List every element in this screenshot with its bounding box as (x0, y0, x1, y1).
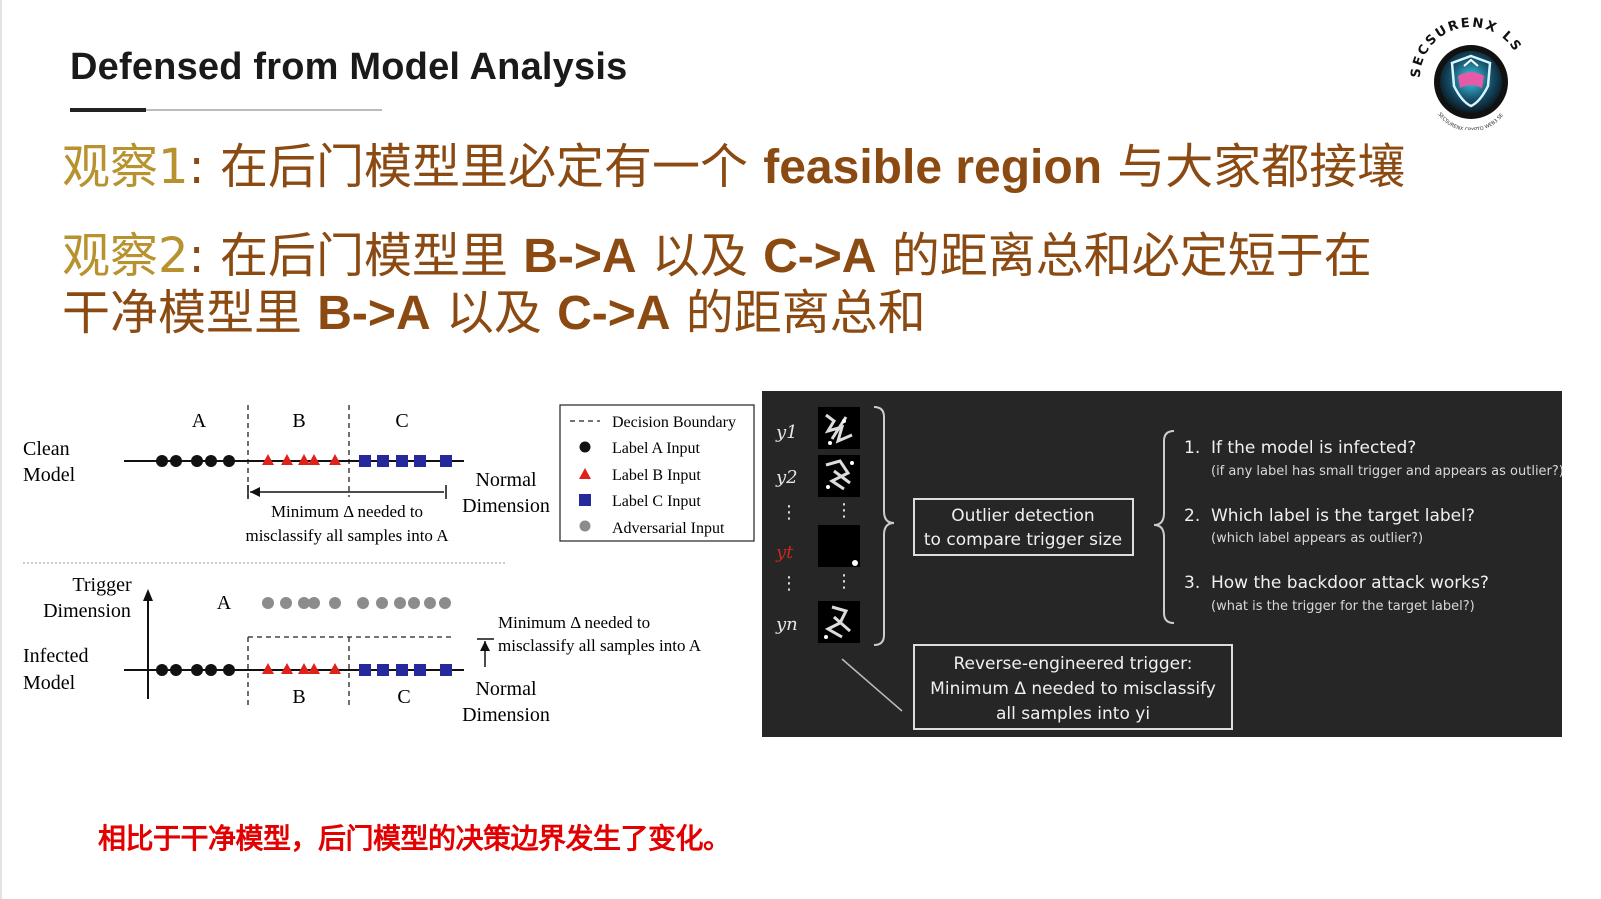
thumbnail-bracket (873, 406, 895, 646)
clean-delta-arrow-head (250, 487, 260, 497)
slide-title: Defensed from Model Analysis (70, 46, 628, 88)
label-dots-1: ⋮ (780, 502, 798, 523)
label-dots-2: ⋮ (780, 573, 798, 594)
observation-1: 观察1: 在后门模型里必定有一个 feasible region 与大家都接壤 (62, 138, 1405, 197)
trigger-thumbnail-yn (818, 601, 860, 643)
infected-label-a-points (156, 664, 235, 676)
observation-2-bold-b: C->A (763, 230, 877, 283)
infected-delta-caption-1: Minimum Δ needed to (498, 613, 650, 632)
observation-2-text-c: 的距离总和必定短于在 (876, 228, 1372, 284)
region-label-b-bottom: B (292, 686, 305, 708)
observation-2-label: 观察2 (62, 228, 189, 284)
clean-model-label-1: Clean (23, 438, 70, 460)
outlier-detection-box (913, 498, 1134, 556)
adversarial-points (262, 597, 451, 609)
question-3-num: 3. (1184, 573, 1200, 593)
observation-1-text-b: 与大家都接壤 (1102, 139, 1406, 195)
reverse-box-line-1: Reverse-engineered trigger: (953, 654, 1192, 674)
legend-a-label: Label A Input (612, 440, 701, 457)
question-3-sub: (what is the trigger for the target labe… (1211, 599, 1475, 614)
legend-marker-b (579, 468, 591, 479)
clean-label-a-points (156, 455, 235, 467)
observation-2-line-2: 干净模型里 B->A 以及 C->A 的距离总和 (62, 284, 926, 343)
region-label-c-top: C (395, 410, 408, 432)
clean-normal-dimension-2: Dimension (462, 495, 550, 517)
question-1-text: If the model is infected? (1211, 438, 1416, 458)
legend-marker-c (579, 494, 591, 506)
reverse-box-line-2: Minimum Δ needed to misclassify (930, 679, 1216, 699)
legend-c-label: Label C Input (612, 493, 701, 510)
shield-mask-icon (1450, 54, 1492, 108)
infected-model-label-2: Model (23, 672, 76, 694)
region-label-a-top: A (192, 410, 207, 432)
clean-normal-dimension-1: Normal (475, 469, 537, 491)
clean-delta-caption-1: Minimum Δ needed to (271, 502, 423, 521)
neural-cleanse-figure: y1 y2 ⋮ yt ⋮ yn ⋮ ⋮ Outlier detection to… (762, 391, 1562, 737)
question-1-sub: (if any label has small trigger and appe… (1211, 464, 1562, 479)
question-3-text: How the backdoor attack works? (1211, 573, 1489, 593)
observation-2-line2-a: 干净模型里 (62, 285, 318, 341)
infected-delta-caption-2: misclassify all samples into A (498, 636, 702, 655)
infected-label-c-points (359, 664, 452, 676)
secsurenx-logo: SECSURENX LS SECSURENX CRYPTO WEB3 SECUR… (1408, 16, 1523, 130)
title-underline-accent (70, 108, 146, 112)
clean-delta-caption-2: misclassify all samples into A (245, 526, 449, 545)
observation-2-line-1: 观察2: 在后门模型里 B->A 以及 C->A 的距离总和必定短于在 (62, 227, 1372, 286)
title-underline (70, 109, 382, 111)
observation-2-bold-a: B->A (523, 230, 637, 283)
outlier-box-line-2: to compare trigger size (924, 530, 1122, 550)
clean-model-label-2: Model (23, 464, 76, 486)
legend-b-label: Label B Input (612, 467, 701, 484)
observation-2-text-b: 以及 (636, 228, 764, 284)
footer-note: 相比于干净模型，后门模型的决策边界发生了变化。 (98, 822, 731, 855)
legend-adv-label: Adversarial Input (612, 520, 725, 537)
thumbnail-dots-1: ⋮ (835, 500, 853, 521)
observation-2-line2-b: 以及 (430, 285, 558, 341)
observation-1-bold: feasible region (763, 141, 1103, 194)
clean-label-b-points (262, 454, 341, 465)
region-label-b-top: B (292, 410, 305, 432)
legend-marker-a (579, 441, 591, 453)
observation-2-line2-bold-b: C->A (557, 287, 671, 340)
label-y2: y2 (775, 467, 798, 488)
observation-2-line2-c: 的距离总和 (670, 285, 926, 341)
observation-1-text-a: : 在后门模型里必定有一个 (188, 139, 764, 195)
region-label-a-infected: A (217, 592, 232, 614)
legend-marker-adv (579, 520, 591, 532)
trigger-thumbnail-yt (818, 525, 860, 567)
thumbnail-dots-2: ⋮ (835, 571, 853, 592)
decision-boundary-figure: A B C Clean Model Normal Dimension Minim… (23, 404, 755, 726)
legend-box (559, 404, 755, 542)
region-label-c-bottom: C (397, 686, 410, 708)
questions-bracket (1153, 430, 1175, 624)
outlier-box-line-1: Outlier detection (951, 506, 1094, 526)
infected-label-b-points (262, 663, 341, 674)
question-1-num: 1. (1184, 438, 1200, 458)
clean-label-c-points (359, 455, 452, 467)
trigger-dimension-2: Dimension (43, 600, 131, 622)
trigger-axis-head (143, 589, 153, 601)
question-2-text: Which label is the target label? (1211, 506, 1475, 526)
reverse-box-line-3: all samples into yi (996, 704, 1150, 724)
reverse-trigger-box (913, 644, 1233, 730)
observation-1-label: 观察1 (62, 139, 189, 195)
infected-delta-arrow-head (480, 641, 490, 651)
question-2-num: 2. (1184, 506, 1200, 526)
observation-2-line2-bold-a: B->A (317, 287, 431, 340)
slide-edge (0, 0, 2, 899)
question-2-sub: (which label appears as outlier?) (1211, 531, 1423, 546)
trigger-thumbnail-y1 (818, 407, 860, 449)
trigger-thumbnail-y2 (818, 455, 860, 497)
reverse-connector (841, 658, 903, 712)
right-panel-bg (762, 391, 1562, 737)
infected-normal-dimension-2: Dimension (462, 704, 550, 726)
label-y1: y1 (775, 422, 798, 443)
legend-boundary-label: Decision Boundary (612, 414, 736, 431)
label-yn: yn (775, 614, 798, 635)
label-yt: yt (775, 542, 794, 563)
infected-model-label-1: Infected (23, 645, 89, 667)
infected-normal-dimension-1: Normal (475, 678, 537, 700)
trigger-dimension-1: Trigger (72, 574, 132, 596)
observation-2-text-a: : 在后门模型里 (188, 228, 524, 284)
